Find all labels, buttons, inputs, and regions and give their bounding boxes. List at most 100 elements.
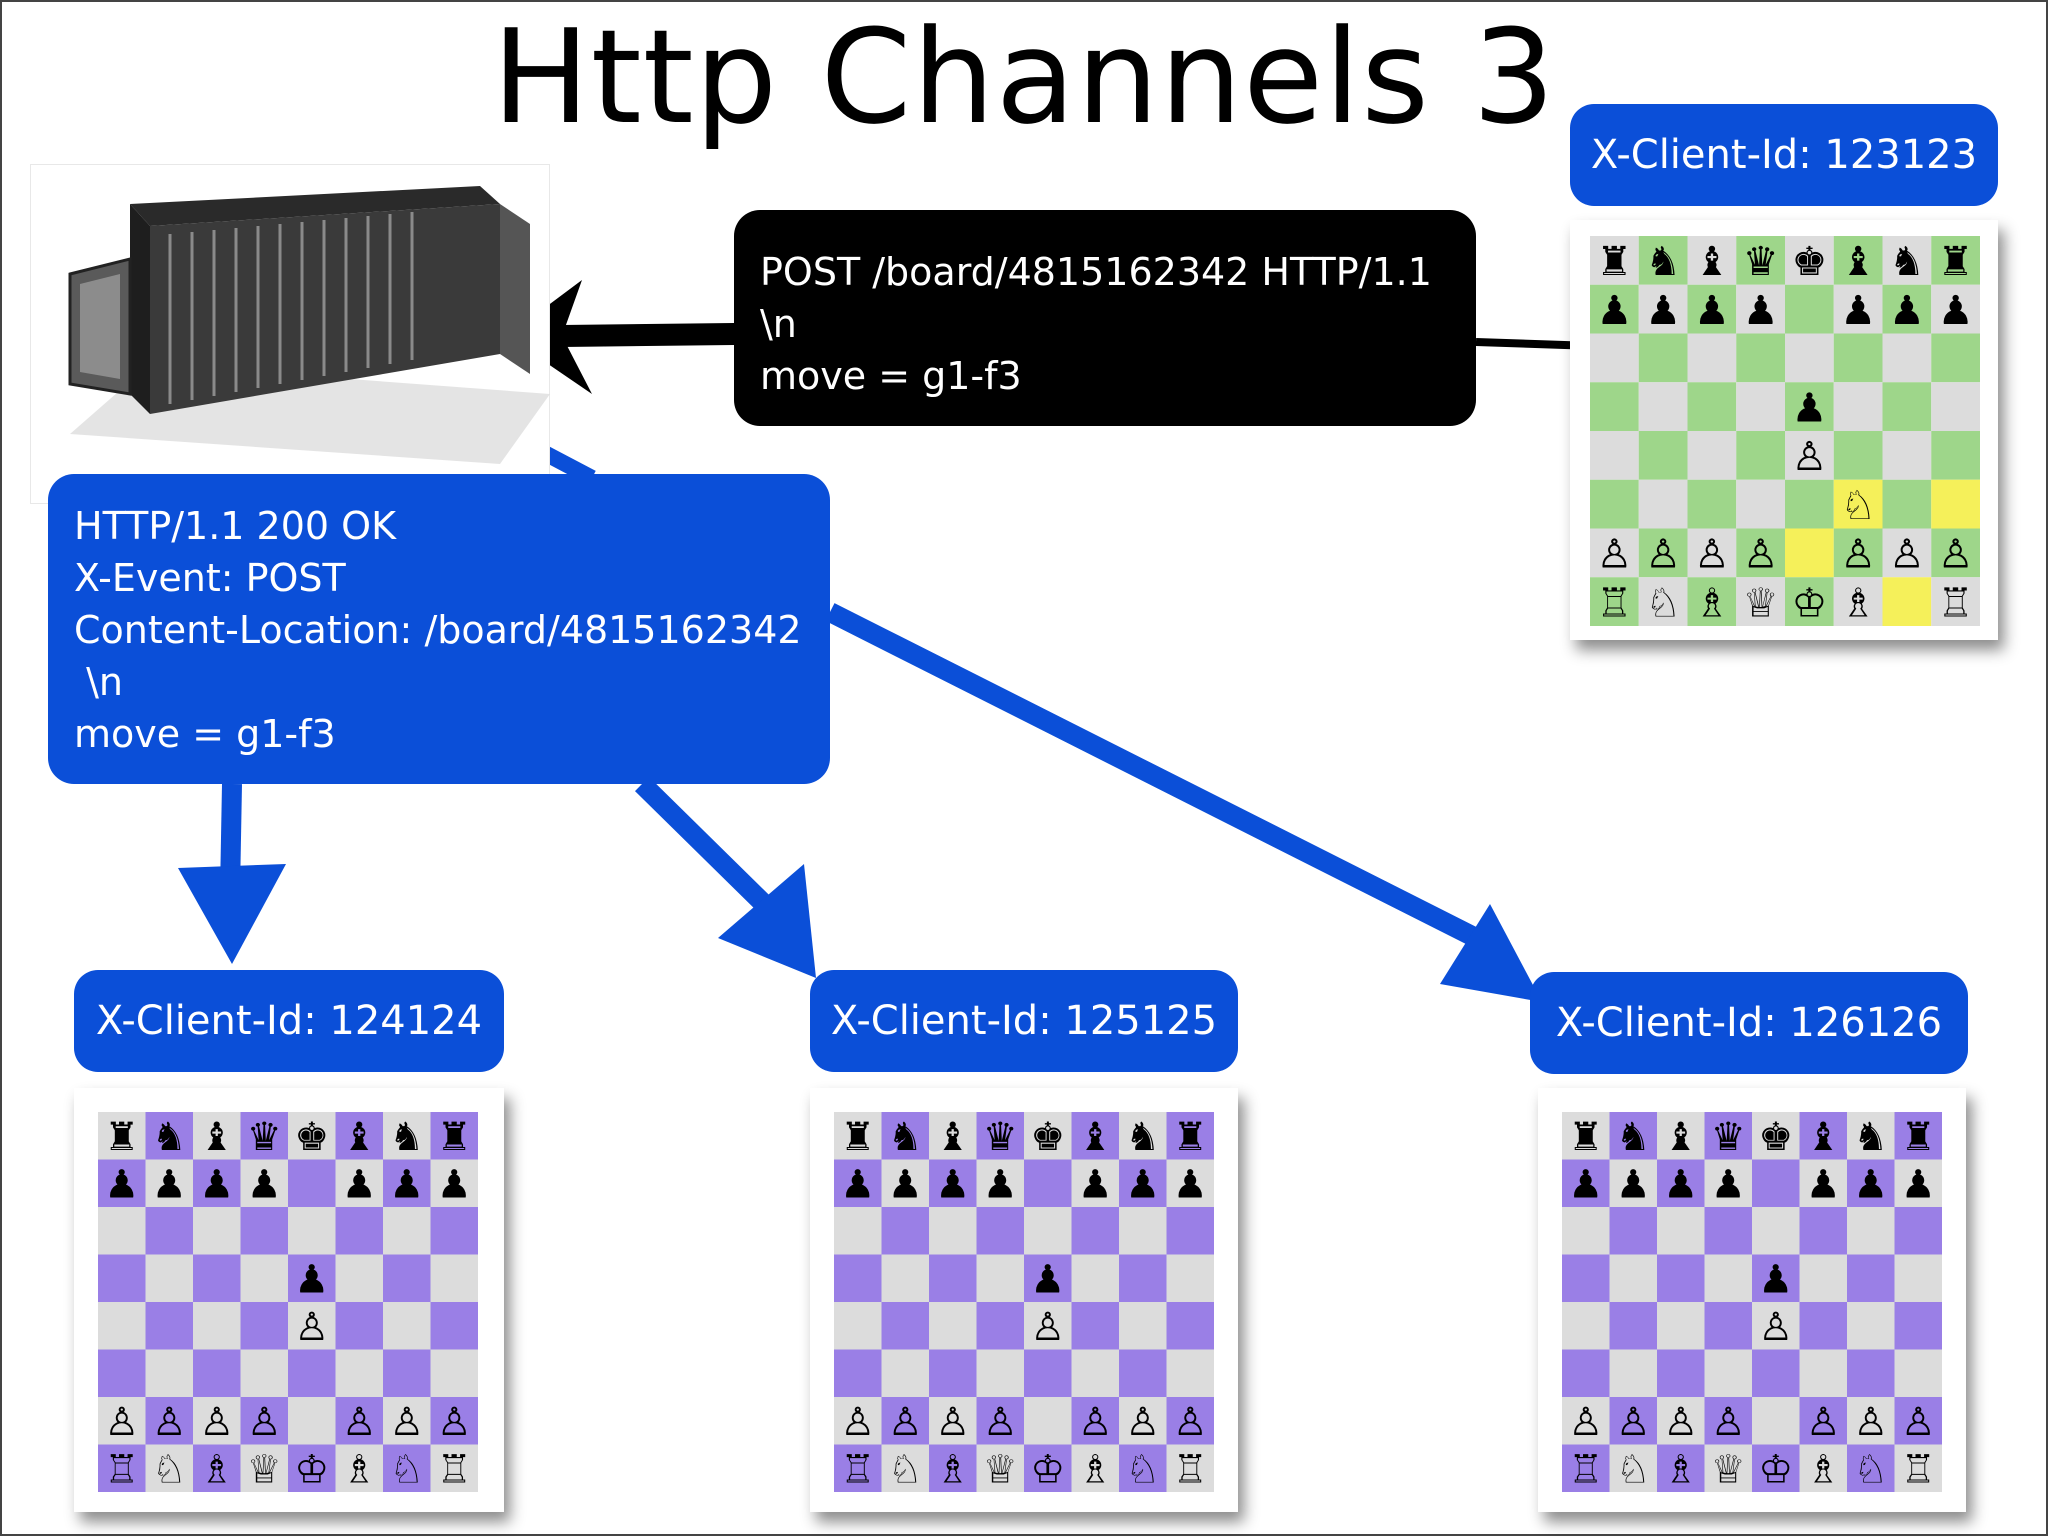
- square-g4: [383, 1302, 431, 1350]
- client-124124-chessboard: ♜♞♝♛♚♝♞♜♟♟♟♟♟♟♟♟♙♙♙♙♙♙♙♙♖♘♗♕♔♗♘♖: [74, 1088, 504, 1512]
- square-h6: [1894, 1207, 1942, 1255]
- square-b3: [145, 1349, 193, 1397]
- square-e7: [1785, 284, 1834, 334]
- square-e7: [288, 1159, 336, 1207]
- white-pawn-icon: ♙: [1173, 1400, 1208, 1445]
- square-g1: [383, 1444, 431, 1492]
- square-g7: [1119, 1159, 1167, 1207]
- square-d6: [1736, 333, 1785, 383]
- square-c3: [193, 1349, 241, 1397]
- response-line-2: X-Event: POST: [74, 556, 346, 600]
- white-pawn-icon: ♙: [1030, 1305, 1065, 1350]
- square-h8: [1166, 1112, 1214, 1160]
- client-125125-board-grid: ♜♞♝♛♚♝♞♜♟♟♟♟♟♟♟♟♙♙♙♙♙♙♙♙♖♘♗♕♔♗♘♖: [834, 1112, 1214, 1492]
- arrow-to-client-126126: [825, 603, 1497, 955]
- square-f5: [1799, 1254, 1847, 1302]
- square-a8: [98, 1112, 146, 1160]
- client-id-label-124124: X-Client-Id: 124124: [74, 970, 504, 1072]
- square-c1: [929, 1444, 977, 1492]
- square-e6: [288, 1207, 336, 1255]
- square-e2: [288, 1397, 336, 1445]
- square-d4: [1704, 1302, 1752, 1350]
- square-c1: [1657, 1444, 1705, 1492]
- white-pawn-icon: ♙: [342, 1400, 377, 1445]
- black-bishop-icon: ♝: [935, 1115, 970, 1160]
- black-pawn-icon: ♟: [1743, 288, 1779, 334]
- square-g8: [1882, 236, 1932, 285]
- square-a3: [1590, 479, 1639, 529]
- square-e3: [1752, 1349, 1800, 1397]
- square-e4: [288, 1302, 336, 1350]
- black-pawn-icon: ♟: [983, 1163, 1018, 1208]
- black-pawn-icon: ♟: [1938, 288, 1974, 334]
- square-f6: [1071, 1207, 1119, 1255]
- square-c3: [1657, 1349, 1705, 1397]
- square-g4: [1119, 1302, 1167, 1350]
- white-rook-icon: ♖: [1901, 1448, 1936, 1493]
- black-pawn-icon: ♟: [1840, 288, 1876, 334]
- square-g4: [1882, 431, 1932, 480]
- square-c5: [1687, 382, 1737, 431]
- square-e3: [1024, 1349, 1072, 1397]
- white-rook-icon: ♖: [1173, 1448, 1208, 1493]
- square-d1: [240, 1444, 288, 1492]
- white-pawn-icon: ♙: [935, 1400, 970, 1445]
- square-g1: [1882, 577, 1932, 626]
- request-arrow-shaft: [551, 323, 745, 347]
- square-a8: [834, 1112, 882, 1160]
- client-id-label-sender: X-Client-Id: 123123: [1570, 104, 1998, 206]
- white-pawn-icon: ♙: [1853, 1400, 1888, 1445]
- black-pawn-icon: ♟: [294, 1258, 329, 1303]
- square-g7: [1882, 284, 1932, 334]
- square-d3: [1736, 479, 1785, 529]
- square-h4: [430, 1302, 478, 1350]
- square-d3: [240, 1349, 288, 1397]
- square-d2: [976, 1397, 1024, 1445]
- square-d5: [1736, 382, 1785, 431]
- square-g8: [1119, 1112, 1167, 1160]
- black-rook-icon: ♜: [1173, 1115, 1208, 1160]
- square-f8: [335, 1112, 383, 1160]
- square-h8: [1894, 1112, 1942, 1160]
- black-pawn-icon: ♟: [1694, 288, 1730, 334]
- blade-server-icon: [30, 164, 550, 504]
- square-d4: [1736, 431, 1785, 480]
- square-e7: [1752, 1159, 1800, 1207]
- black-bishop-icon: ♝: [1694, 239, 1730, 285]
- white-bishop-icon: ♗: [1078, 1448, 1113, 1493]
- white-knight-icon: ♘: [1645, 580, 1681, 626]
- square-h4: [1931, 431, 1980, 480]
- square-d6: [976, 1207, 1024, 1255]
- white-pawn-icon: ♙: [1889, 532, 1925, 578]
- square-b4: [881, 1302, 929, 1350]
- black-pawn-icon: ♟: [888, 1163, 923, 1208]
- square-f4: [335, 1302, 383, 1350]
- square-a6: [834, 1207, 882, 1255]
- square-e5: [288, 1254, 336, 1302]
- square-e5: [1024, 1254, 1072, 1302]
- square-a7: [1590, 284, 1639, 334]
- square-a2: [834, 1397, 882, 1445]
- square-a3: [1562, 1349, 1610, 1397]
- square-e1: [1785, 577, 1834, 626]
- square-g2: [1847, 1397, 1895, 1445]
- white-pawn-icon: ♙: [1791, 434, 1827, 480]
- black-bishop-icon: ♝: [1663, 1115, 1698, 1160]
- black-queen-icon: ♛: [983, 1115, 1018, 1160]
- white-bishop-icon: ♗: [342, 1448, 377, 1493]
- sender-board-grid: ♜♞♝♛♚♝♞♜♟♟♟♟♟♟♟♟♙♘♙♙♙♙♙♙♙♖♘♗♕♔♗♖: [1590, 236, 1980, 626]
- square-c3: [929, 1349, 977, 1397]
- square-d4: [240, 1302, 288, 1350]
- white-knight-icon: ♘: [1853, 1448, 1888, 1493]
- white-pawn-icon: ♙: [1938, 532, 1974, 578]
- square-h6: [1931, 333, 1980, 383]
- request-line-1: POST /board/4815162342 HTTP/1.1: [760, 250, 1432, 294]
- black-rook-icon: ♜: [1901, 1115, 1936, 1160]
- square-g3: [1882, 479, 1932, 529]
- white-pawn-icon: ♙: [389, 1400, 424, 1445]
- black-knight-icon: ♞: [152, 1115, 187, 1160]
- square-a2: [1562, 1397, 1610, 1445]
- square-f3: [1071, 1349, 1119, 1397]
- square-b6: [1609, 1207, 1657, 1255]
- white-pawn-icon: ♙: [1743, 532, 1779, 578]
